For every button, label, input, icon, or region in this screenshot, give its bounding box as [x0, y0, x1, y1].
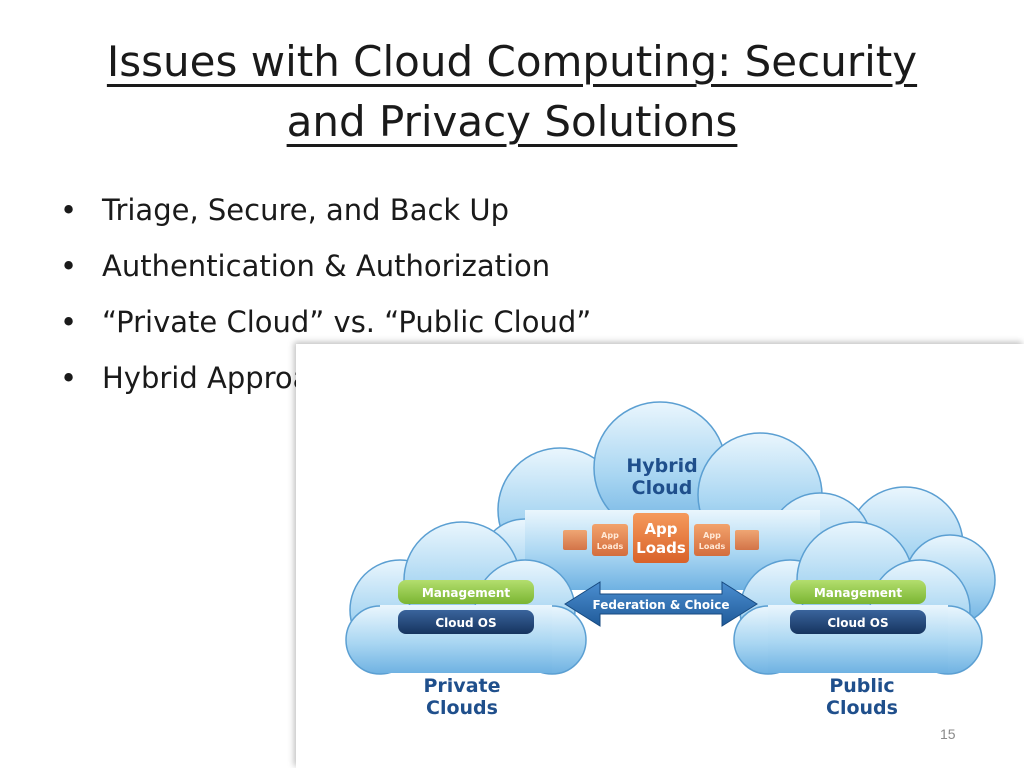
left-management-bar: Management	[398, 580, 534, 604]
bullet-icon: •	[60, 361, 78, 395]
app-loads-small-left-line-2: Loads	[597, 542, 624, 551]
right-management-bar: Management	[790, 580, 926, 604]
hybrid-cloud-label-line-1: Hybrid	[626, 455, 697, 477]
private-clouds-label-line-2: Clouds	[426, 697, 498, 719]
app-loads-small-left-line-1: App	[601, 531, 619, 540]
bullet-list: • Triage, Secure, and Back Up • Authentica…	[60, 188, 591, 412]
bullet-text: “Private Cloud” vs. “Public Cloud”	[102, 305, 592, 339]
private-clouds-label-line-1: Private	[424, 675, 501, 697]
app-loads-small-left: App Loads	[592, 524, 628, 556]
right-management-label: Management	[814, 586, 903, 600]
right-cloud-os-bar: Cloud OS	[790, 610, 926, 634]
slide-title: Issues with Cloud Computing: Security an…	[40, 32, 984, 152]
bullet-item: • Triage, Secure, and Back Up	[60, 188, 591, 244]
federation-arrow-icon: Federation & Choice	[564, 581, 758, 627]
app-loads-main-line-2: Loads	[636, 539, 686, 557]
hybrid-cloud-diagram: Hybrid Cloud App Loads App Loads App Loa…	[345, 401, 996, 719]
left-cloud-os-label: Cloud OS	[435, 616, 496, 630]
left-management-label: Management	[422, 586, 511, 600]
app-loads-small-right-line-1: App	[703, 531, 721, 540]
public-clouds-label-line-2: Clouds	[826, 697, 898, 719]
bullet-item: • “Private Cloud” vs. “Public Cloud”	[60, 300, 591, 356]
hybrid-cloud-label-line-2: Cloud	[632, 477, 693, 499]
title-line-1: Issues with Cloud Computing: Security	[106, 37, 918, 86]
bullet-item: • Authentication & Authorization	[60, 244, 591, 300]
bullet-text: Triage, Secure, and Back Up	[102, 193, 510, 227]
bullet-text: Authentication & Authorization	[102, 249, 551, 283]
page-number: 15	[940, 726, 956, 742]
right-cloud-os-label: Cloud OS	[827, 616, 888, 630]
bullet-icon: •	[60, 305, 78, 339]
app-loads-main-box: App Loads	[633, 513, 689, 563]
app-loads-small-left-outer	[563, 530, 587, 550]
title-line-2: and Privacy Solutions	[286, 97, 738, 146]
app-loads-small-right-outer	[735, 530, 759, 550]
app-loads-small-right: App Loads	[694, 524, 730, 556]
left-cloud-os-bar: Cloud OS	[398, 610, 534, 634]
hybrid-cloud-figure: Hybrid Cloud App Loads App Loads App Loa…	[296, 344, 1024, 768]
app-loads-small-right-line-2: Loads	[699, 542, 726, 551]
federation-label: Federation & Choice	[592, 598, 729, 612]
bullet-icon: •	[60, 193, 78, 227]
app-loads-main-line-1: App	[644, 520, 677, 538]
bullet-icon: •	[60, 249, 78, 283]
public-clouds-label-line-1: Public	[829, 675, 894, 697]
